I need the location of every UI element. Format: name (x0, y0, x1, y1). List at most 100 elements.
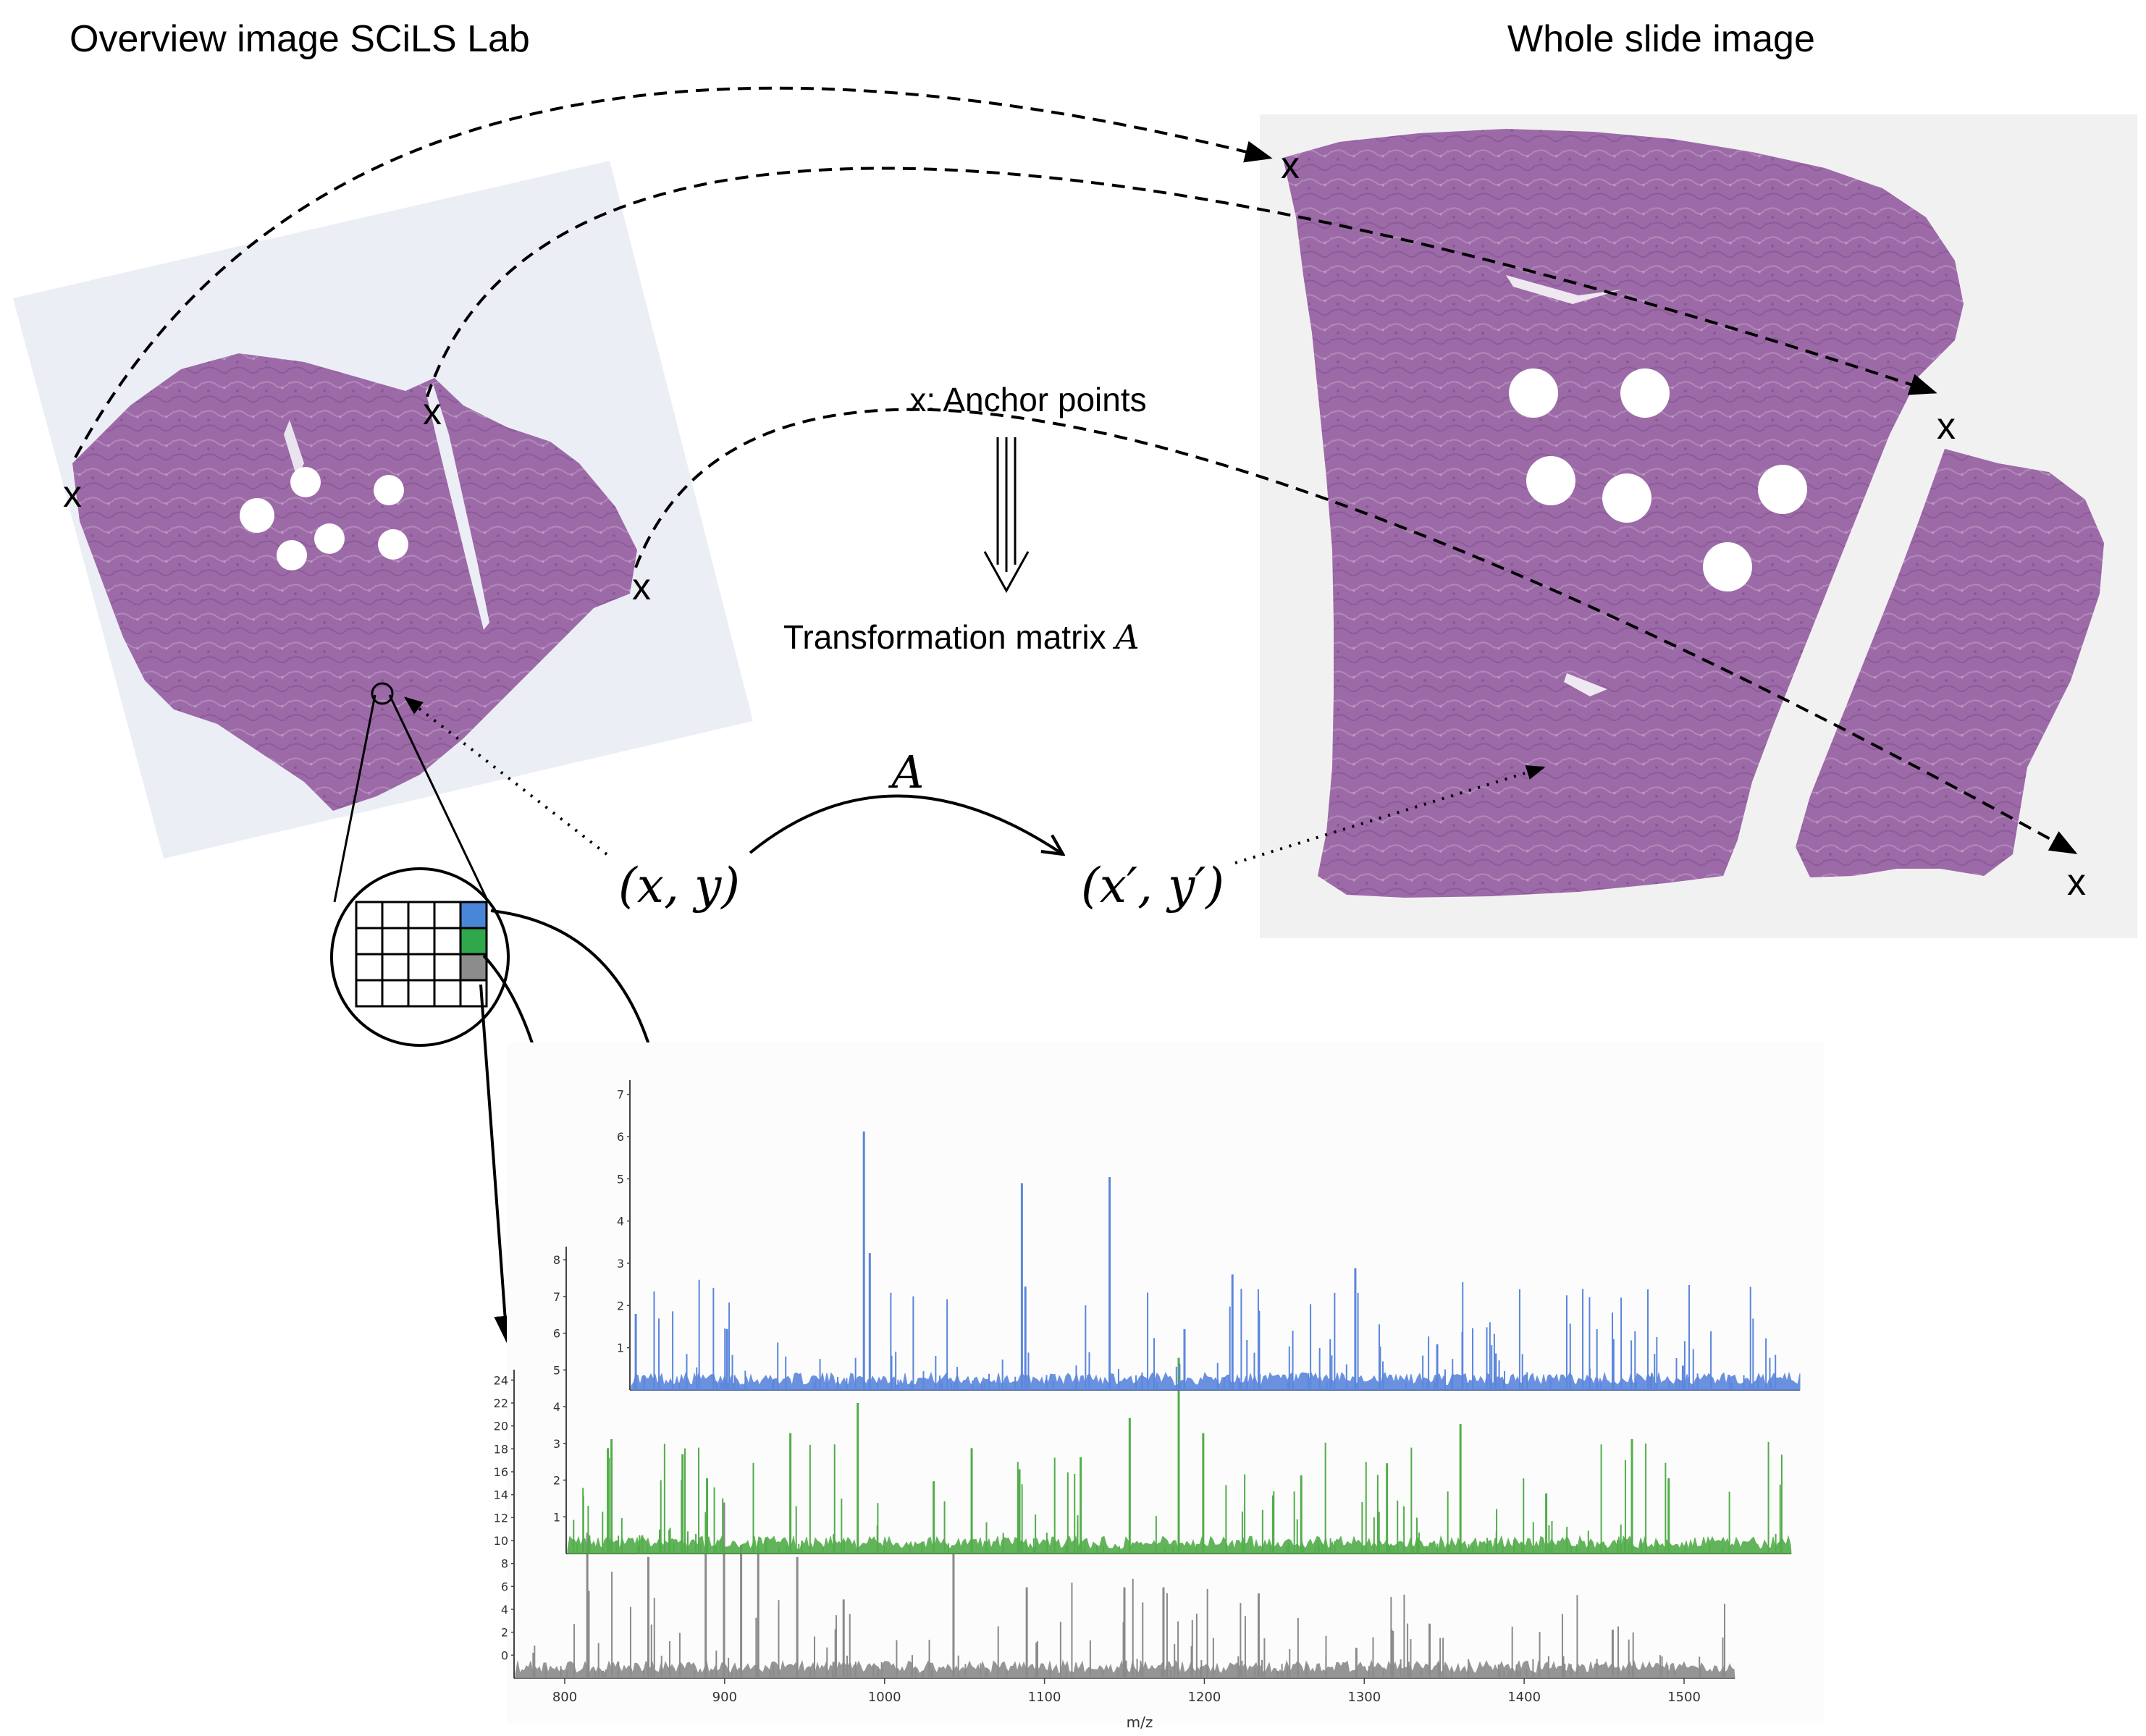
pixel-cell (407, 979, 436, 1008)
spectrum-y-tick: 2 (617, 1299, 624, 1312)
whole-slide-image-title: Whole slide image (1507, 18, 1815, 60)
anchor-markers: x x x x x x (63, 145, 2086, 903)
spectrum-y-tick: 1 (617, 1341, 624, 1355)
spectrum-baseline (567, 1535, 1792, 1554)
anchor-marker: x (632, 566, 651, 608)
mz-axis-label: m/z (1127, 1714, 1153, 1731)
mz-tick-label: 1300 (1347, 1690, 1381, 1705)
overview-hole (290, 467, 321, 497)
spectrum-y-tick: 3 (617, 1257, 624, 1271)
matrix-symbol: A (1112, 618, 1139, 657)
wsi-hole (1703, 542, 1752, 591)
pixel-cell (381, 979, 410, 1008)
spectrum-y-tick: 20 (494, 1420, 508, 1433)
spectrum-y-tick: 10 (494, 1534, 508, 1548)
spectrum-y-tick: 2 (501, 1626, 508, 1640)
anchor-correspondence-arcs (74, 86, 2078, 854)
mz-tick-label: 1000 (868, 1690, 901, 1705)
wsi-tissue-tear (1564, 673, 1607, 696)
pixel-cell (407, 927, 436, 956)
overview-tissue-tear (284, 420, 304, 478)
wsi-tissue-fragment (1796, 449, 2104, 877)
anchor-points-legend: x: Anchor points (909, 381, 1146, 418)
spectrum-y-tick: 8 (501, 1557, 508, 1571)
source-coordinates: (x, y) (618, 858, 740, 914)
pixel-cell (407, 953, 436, 982)
spectrum-y-tick: 14 (494, 1488, 508, 1502)
spectrum-y-tick: 18 (494, 1442, 508, 1456)
arrow-gray-pixel (479, 984, 516, 1344)
spectrum-blue: 1 2 3 4 5 6 7 (617, 1080, 1801, 1391)
target-coordinates: (x′, y′) (1081, 858, 1224, 914)
spectrum-y-tick: 4 (501, 1603, 508, 1617)
wsi-hole (1620, 368, 1670, 418)
spectrum-y-tick: 5 (617, 1172, 624, 1186)
whole-slide-image (1260, 114, 2137, 938)
spectrum-y-tick: 12 (494, 1511, 508, 1525)
wsi-hole (1758, 465, 1807, 514)
mz-tick-label: 1200 (1188, 1690, 1221, 1705)
pixel-cell (407, 901, 436, 930)
spectrum-y-tick: 0 (501, 1648, 508, 1662)
arc-anchor-2 (426, 167, 1937, 397)
spectrum-y-tick: 6 (553, 1327, 560, 1341)
spectrum-y-tick: 6 (501, 1580, 508, 1593)
arc-anchor-1 (74, 86, 1273, 458)
pixel-cell (433, 953, 462, 982)
selected-pixel (459, 927, 488, 956)
overview-tissue (72, 353, 637, 811)
pixel-cell (381, 927, 410, 956)
mz-tick-label: 1500 (1667, 1690, 1701, 1705)
implies-arrow (983, 437, 1030, 594)
mapping-arrow-label: A (888, 746, 925, 799)
overview-hole (378, 529, 408, 560)
pixel-cell (381, 953, 410, 982)
pixel-magnifier (330, 694, 510, 1047)
dotted-link-target (1234, 764, 1546, 864)
spectrum-y-tick: 2 (553, 1474, 560, 1488)
mz-tick-label: 900 (712, 1690, 737, 1705)
mz-tick-label: 800 (552, 1690, 577, 1705)
mz-tick-label: 1400 (1507, 1690, 1541, 1705)
wsi-hole (1526, 456, 1575, 505)
pixel-cell (355, 979, 384, 1008)
pixel-cell (381, 901, 410, 930)
overview-image-title: Overview image SCiLS Lab (70, 18, 530, 60)
spectrum-y-tick: 1 (553, 1510, 560, 1524)
wsi-hole (1509, 368, 1558, 418)
anchor-marker: x (63, 473, 82, 515)
pixel-cell (355, 927, 384, 956)
overview-hole (374, 475, 404, 505)
transformation-matrix-label: Transformation matrix A (783, 618, 1140, 657)
spectrum-y-tick: 16 (494, 1465, 508, 1479)
mz-tick-label: 1100 (1028, 1690, 1061, 1705)
anchor-marker: x (1281, 145, 1300, 187)
spectrum-y-tick: 7 (617, 1088, 624, 1102)
spectrum-y-tick: 7 (553, 1290, 560, 1304)
overview-tissue-crack (426, 384, 489, 630)
pixel-grid (355, 901, 488, 1008)
pixel-cell (355, 953, 384, 982)
selected-pixel (459, 901, 488, 930)
spectrum-y-tick: 3 (553, 1437, 560, 1451)
pixel-cell (433, 927, 462, 956)
spectrum-y-tick: 8 (553, 1253, 560, 1267)
spectrum-y-tick: 5 (553, 1363, 560, 1377)
selected-pixel (459, 953, 488, 982)
wsi-tissue-tear (1506, 275, 1622, 304)
spectrum-y-tick: 4 (617, 1215, 624, 1229)
overview-hole (277, 540, 307, 570)
anchor-marker: x (1937, 405, 1956, 447)
mapping-arrow (749, 794, 1063, 854)
overview-hole (314, 523, 345, 554)
pixel-cell (433, 901, 462, 930)
pixel-cell (355, 901, 384, 930)
overview-slide (13, 161, 753, 859)
spectrum-y-tick: 24 (494, 1373, 508, 1387)
pixel-cell (433, 979, 462, 1008)
spectrum-y-tick: 6 (617, 1130, 624, 1144)
